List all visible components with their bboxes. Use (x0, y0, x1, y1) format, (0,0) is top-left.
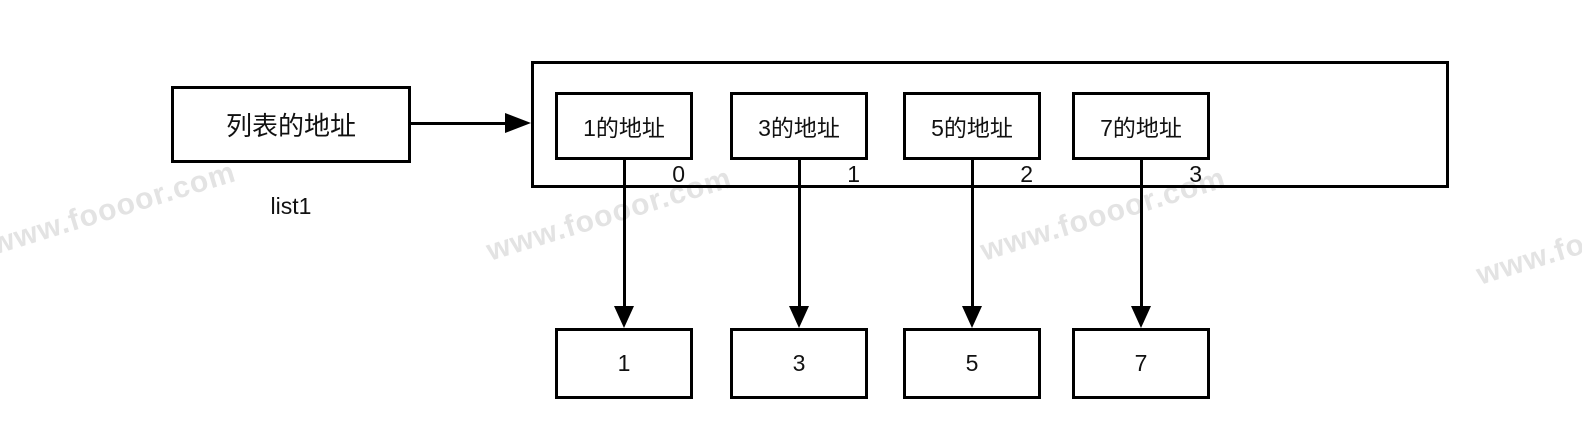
value-arrow-head-icon-1 (789, 306, 809, 328)
value-box-3: 7 (1072, 328, 1210, 399)
value-label-3: 7 (1134, 350, 1148, 376)
address-box-1: 3的地址 (730, 92, 868, 160)
value-box-1: 3 (730, 328, 868, 399)
value-arrow-line-0 (623, 160, 626, 307)
address-label-1: 3的地址 (758, 115, 840, 141)
index-label-3: 3 (1189, 161, 1202, 187)
address-label-0: 1的地址 (583, 115, 665, 141)
address-label-3: 7的地址 (1100, 115, 1182, 141)
value-arrow-line-2 (971, 160, 974, 307)
value-label-2: 5 (965, 350, 979, 376)
value-box-2: 5 (903, 328, 1041, 399)
value-arrow-head-icon-2 (962, 306, 982, 328)
list-pointer-box: 列表的地址 (171, 86, 411, 163)
value-arrow-line-1 (798, 160, 801, 307)
pointer-arrow-head-icon (505, 113, 531, 133)
index-label-0: 0 (672, 161, 685, 187)
list-pointer-label: 列表的地址 (225, 111, 356, 141)
value-label-0: 1 (617, 350, 631, 376)
address-label-2: 5的地址 (931, 115, 1013, 141)
value-arrow-head-icon-3 (1131, 306, 1151, 328)
value-box-0: 1 (555, 328, 693, 399)
value-arrow-head-icon-0 (614, 306, 634, 328)
address-box-0: 1的地址 (555, 92, 693, 160)
address-box-2: 5的地址 (903, 92, 1041, 160)
index-label-1: 1 (847, 161, 860, 187)
list-container-box (531, 61, 1449, 188)
pointer-arrow-line (411, 122, 508, 125)
value-arrow-line-3 (1140, 160, 1143, 307)
variable-name-label: list1 (270, 193, 312, 219)
index-label-2: 2 (1020, 161, 1033, 187)
value-label-1: 3 (792, 350, 806, 376)
address-box-3: 7的地址 (1072, 92, 1210, 160)
watermark: www.foooor.com (1472, 185, 1582, 292)
